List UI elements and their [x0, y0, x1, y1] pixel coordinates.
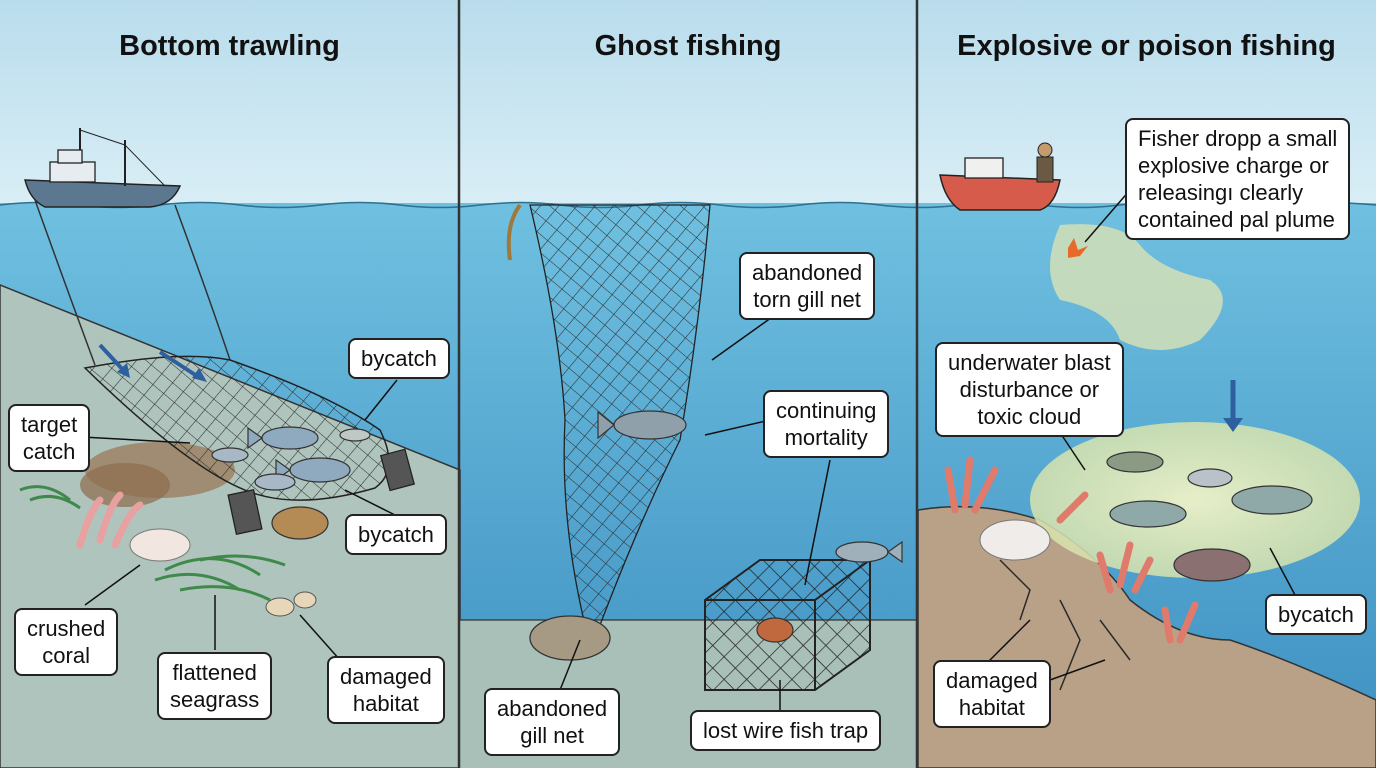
fishing-boat: [939, 142, 1061, 211]
label-line: damaged: [340, 664, 432, 689]
flatfish: [271, 506, 329, 540]
label-torn-gill-net: abandoned torn gill net: [739, 252, 876, 320]
label-line: underwater blast: [948, 350, 1111, 375]
label-line: disturbance or: [959, 377, 1100, 402]
shell: [293, 591, 317, 609]
tow-cable: [34, 199, 96, 366]
label-target-catch: target catch: [8, 404, 91, 472]
label-damaged-habitat-trawl: damaged habitat: [327, 656, 445, 724]
label-line: abandoned: [752, 260, 863, 285]
bleached-coral: [979, 519, 1051, 561]
label-line: flattened: [172, 660, 257, 685]
label-line: catch: [22, 439, 76, 464]
plume: [1050, 224, 1223, 350]
label-crushed-coral: crushed coral: [14, 608, 119, 676]
crushed-coral: [76, 491, 191, 562]
label-line: habitat: [352, 691, 419, 716]
label-line: releasingı clearly: [1138, 180, 1304, 205]
label-line: toxic cloud: [977, 404, 1082, 429]
coral: [944, 456, 1199, 644]
trawl-door: [227, 488, 263, 536]
label-line: target: [21, 412, 78, 437]
label-line: explosive charge or: [1138, 153, 1329, 178]
trapped-fish: [613, 410, 687, 440]
label-line: torn gill net: [753, 287, 861, 312]
rope: [506, 203, 522, 261]
fish-trap: [704, 559, 871, 691]
label-line: coral: [42, 643, 90, 668]
crab: [756, 617, 794, 643]
label-line: continuing: [776, 398, 877, 423]
seagrass: [19, 485, 286, 602]
label-line: damaged: [946, 668, 1038, 693]
label-blast-cloud: underwater blast disturbance or toxic cl…: [935, 342, 1124, 437]
label-line: seagrass: [170, 687, 260, 712]
panel-title-ghost-fishing: Ghost fishing: [594, 30, 782, 62]
label-bycatch-net: bycatch: [348, 338, 450, 379]
fish: [835, 541, 889, 563]
label-lost-fish-trap: lost wire fish trap: [690, 710, 882, 751]
label-abandoned-gill-net: abandoned gill net: [484, 688, 621, 756]
label-line: mortality: [784, 425, 868, 450]
label-line: abandoned: [497, 696, 608, 721]
label-line: gill net: [520, 723, 584, 748]
label-damaged-habitat-blast: damaged habitat: [933, 660, 1051, 728]
label-bycatch-seabed: bycatch: [345, 514, 447, 555]
label-line: habitat: [958, 695, 1025, 720]
label-flattened-seagrass: flattened seagrass: [157, 652, 273, 720]
dead-fish: [1106, 451, 1313, 582]
panel-title-explosive-fishing: Explosive or poison fishing: [957, 30, 1336, 62]
trawler-boat: [24, 128, 182, 208]
label-continuing-mortality: continuing mortality: [763, 390, 890, 458]
panel-title-trawling: Bottom trawling: [119, 30, 340, 62]
caught-fish: [211, 426, 371, 491]
explosive-flash: [1068, 238, 1088, 258]
trawl-door: [379, 448, 416, 492]
label-line: contained pal plume: [1138, 207, 1335, 232]
label-fisher-note: Fisher dropp a small explosive charge or…: [1125, 118, 1351, 240]
label-line: Fisher dropp a small: [1138, 126, 1338, 151]
shell: [265, 597, 295, 617]
flow-arrow: [98, 343, 127, 374]
rock: [529, 615, 611, 661]
label-bycatch-blast: bycatch: [1265, 594, 1367, 635]
label-line: crushed: [27, 616, 106, 641]
tow-cable: [174, 204, 231, 361]
flow-arrow: [158, 350, 202, 380]
